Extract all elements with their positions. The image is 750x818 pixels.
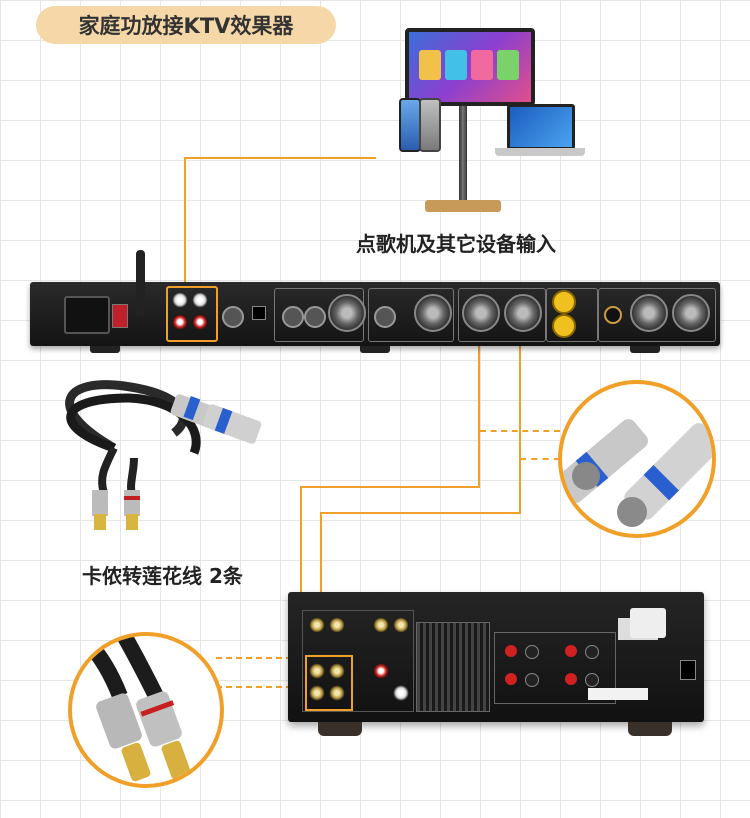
- speaker-post: [565, 645, 577, 657]
- amp-rca-jack: [309, 617, 325, 633]
- freq-knob: [304, 306, 326, 328]
- dash-xlr-top: [480, 430, 560, 432]
- amp-foot-right: [628, 722, 672, 736]
- speaker-post: [525, 645, 539, 659]
- amp-heatsink: [416, 622, 490, 712]
- home-amplifier: [288, 592, 704, 736]
- aux1-left-jack: [172, 292, 188, 308]
- processor-foot-left: [90, 346, 120, 353]
- amp-rca-bank: [302, 610, 414, 712]
- connector-out-left-horizontal: [300, 486, 480, 488]
- amp-serial-label: [588, 688, 648, 700]
- dash-rca-bottom: [216, 686, 322, 688]
- laptop-icon: [507, 104, 575, 150]
- xlr-to-rca-cable: [54, 378, 284, 538]
- amp-rca-jack: [329, 617, 345, 633]
- page-title: 家庭功放接KTV效果器: [36, 6, 336, 44]
- processor-foot-right: [630, 346, 660, 353]
- amp-power-inlet: [680, 660, 696, 680]
- cable-caption: 卡侬转莲花线 2条: [82, 564, 243, 588]
- aux2-left-jack: [192, 292, 208, 308]
- amp-foot-left: [318, 722, 362, 736]
- mic2-input-xlr: [672, 294, 710, 332]
- aux2-right-jack: [192, 314, 208, 330]
- sub-vol-knob: [282, 306, 304, 328]
- dash-xlr-bottom: [520, 458, 560, 460]
- cable-drawing: [65, 380, 262, 530]
- power-switch: [112, 304, 128, 328]
- page-title-text: 家庭功放接KTV效果器: [78, 14, 294, 38]
- speaker-post: [565, 673, 577, 685]
- aux-input-panel: [166, 286, 218, 342]
- sub-output-xlr: [328, 294, 366, 332]
- power-socket: [64, 296, 110, 334]
- connector-out-right-vertical: [519, 344, 521, 514]
- amp-rca-jack: [329, 663, 345, 679]
- main-output-right-xlr: [504, 294, 542, 332]
- speaker-post: [505, 645, 517, 657]
- amp-speaker-terminals: [494, 632, 616, 704]
- speaker-post: [585, 673, 599, 687]
- amp-rca-jack: [309, 685, 325, 701]
- phone-icon-2: [419, 98, 441, 152]
- speaker-post: [525, 673, 539, 687]
- mic-vol-knob: [552, 290, 576, 314]
- center-output-panel: [368, 288, 454, 342]
- connector-out-left-vertical: [478, 344, 480, 486]
- main-output-panel: [458, 288, 546, 342]
- connector-source-horizontal: [184, 157, 376, 159]
- jukebox-stand: [459, 106, 467, 202]
- dash-rca-top: [216, 657, 302, 659]
- mic-echo-knob: [552, 314, 576, 338]
- amp-rca-jack: [393, 685, 409, 701]
- ktv-effect-processor: [30, 250, 720, 353]
- mic-panel: [546, 288, 598, 342]
- amp-line-input-highlight: [305, 655, 353, 711]
- amp-rca-jack: [329, 685, 345, 701]
- connector-amp-left-vertical: [300, 486, 302, 696]
- center-output-xlr: [414, 294, 452, 332]
- mic1-input-xlr: [630, 294, 668, 332]
- connector-out-right-horizontal: [320, 512, 521, 514]
- center-gain-knob: [374, 306, 396, 328]
- jukebox-icon: [405, 28, 535, 106]
- antenna-icon: [136, 250, 145, 316]
- speaker-post: [505, 673, 517, 685]
- main-output-left-xlr: [462, 294, 500, 332]
- aux1-right-jack: [172, 314, 188, 330]
- amp-rca-jack: [309, 663, 325, 679]
- optical-port: [252, 306, 266, 320]
- speaker-post: [585, 645, 599, 659]
- phone-icon: [399, 98, 421, 152]
- mic-input-panel: [598, 288, 716, 342]
- mic-jack: [604, 306, 622, 324]
- jukebox-base: [425, 200, 501, 212]
- xlr-plugs-closeup: [558, 380, 716, 538]
- amp-rca-jack: [393, 617, 409, 633]
- amp-rca-jack: [373, 617, 389, 633]
- amp-ac-outlet: [630, 608, 666, 638]
- source-devices-label: 点歌机及其它设备输入: [356, 232, 556, 256]
- music-vol-knob: [222, 306, 244, 328]
- connector-source-vertical: [184, 157, 186, 287]
- laptop-base: [495, 148, 585, 156]
- xlr-closeup-drawing: [562, 419, 712, 527]
- rca-plugs-closeup: [68, 632, 224, 788]
- source-devices: [395, 24, 585, 220]
- processor-foot-mid: [360, 346, 390, 353]
- rca-closeup-drawing: [76, 636, 191, 782]
- amp-rca-jack: [373, 663, 389, 679]
